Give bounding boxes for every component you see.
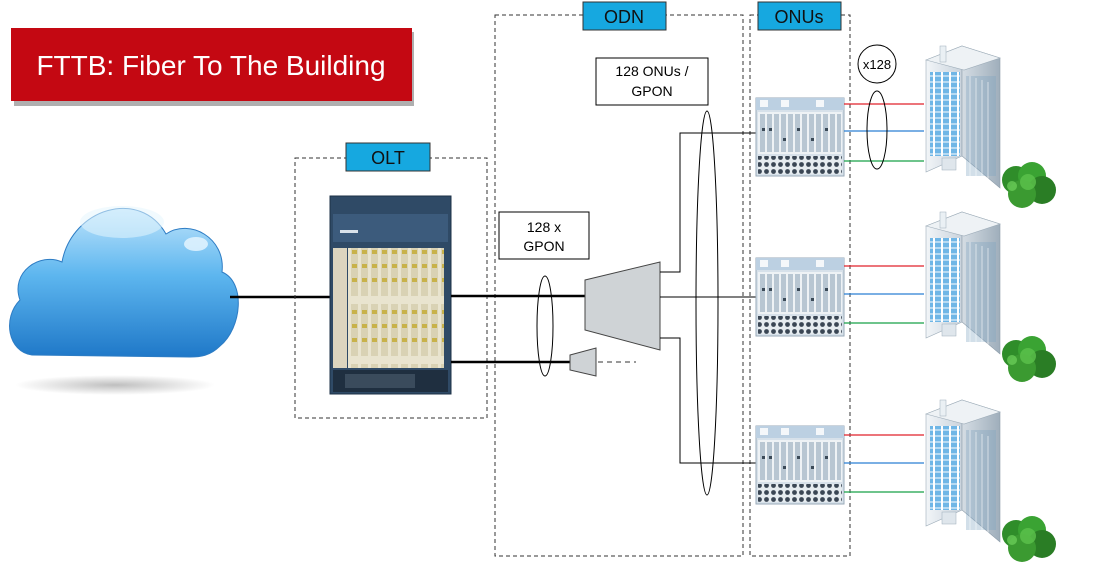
olt-section-box [294, 157, 488, 419]
splitter-branch-bottom [660, 337, 758, 464]
onus-per-gpon-line-1: 128 ONUs / [615, 63, 688, 79]
onus-label: ONUs [775, 7, 824, 27]
onus-per-gpon-label: 128 ONUs / GPON [595, 57, 709, 106]
onus-per-gpon-line-2: GPON [631, 83, 672, 99]
olt-chassis-icon [329, 195, 452, 395]
page-title: FTTB: Fiber To The Building [36, 50, 385, 81]
onus-tag: ONUs [757, 1, 842, 31]
small-splitter-icon [569, 347, 597, 377]
building-icon [925, 399, 1001, 543]
splitter-branch-top [660, 132, 758, 273]
building-icon [925, 45, 1001, 189]
onu-device-icon [755, 257, 845, 337]
multiplier-badge: x128 [857, 44, 897, 84]
odn-section-box [494, 14, 744, 557]
onu-group-ellipse [695, 110, 719, 496]
tree-icon [1002, 336, 1056, 382]
pon-capacity-label: 128 x GPON [498, 211, 590, 260]
pon-capacity-line-2: GPON [523, 238, 564, 254]
olt-label: OLT [371, 148, 405, 168]
title-banner-background [11, 28, 412, 101]
tree-icon [1002, 162, 1056, 208]
title-banner: FTTB: Fiber To The Building [11, 28, 414, 106]
odn-label: ODN [604, 7, 644, 27]
main-splitter-icon [584, 261, 661, 351]
onu-device-icon [755, 97, 845, 177]
tree-icon [1002, 516, 1056, 562]
building-icon [925, 211, 1001, 355]
onu-device-icon [755, 425, 845, 505]
cloud-internet-icon [9, 206, 239, 395]
building-fibers [844, 103, 924, 493]
pon-capacity-line-1: 128 x [527, 219, 561, 235]
olt-tag: OLT [345, 142, 431, 172]
splitter-output-fibers [660, 132, 758, 464]
pon-group-ellipse [536, 275, 554, 377]
odn-tag: ODN [582, 1, 667, 31]
multiplier-label: x128 [863, 57, 891, 72]
fiber-group-ellipse [866, 90, 888, 170]
